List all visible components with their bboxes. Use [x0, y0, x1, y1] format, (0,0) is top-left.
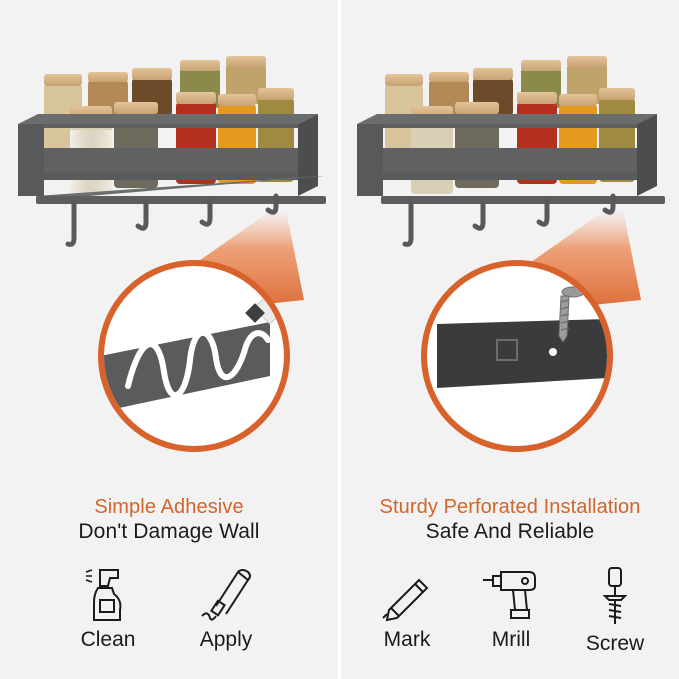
step-drill: Mrill: [463, 566, 559, 652]
step-screw: Screw: [567, 566, 663, 656]
spice-rack: [18, 114, 326, 204]
glue-tube-icon: [201, 569, 251, 621]
step-apply-label: Apply: [199, 628, 253, 651]
step-apply: Apply: [178, 566, 274, 652]
adhesive-closeup: [98, 260, 290, 452]
step-screw-label: Screw: [585, 632, 645, 655]
adhesive-line: [125, 329, 271, 399]
strip-hole: [549, 348, 557, 356]
rack-hooks: [65, 193, 279, 247]
spice-rack: [357, 114, 665, 204]
step-clean: Clean: [60, 566, 156, 652]
mounting-strip: [104, 322, 270, 412]
panel-divider: [338, 0, 341, 679]
mounting-strip: [437, 318, 607, 388]
pencil-icon: [382, 578, 429, 622]
perforated-subheadline: Safe And Reliable: [425, 520, 595, 543]
step-mark-label: Mark: [383, 628, 431, 651]
step-drill-label: Mrill: [491, 628, 531, 651]
rack-hooks: [402, 193, 616, 247]
adhesive-subheadline: Don't Damage Wall: [78, 520, 260, 543]
glue-tube: [253, 266, 284, 325]
spray-bottle-icon: [85, 569, 122, 621]
step-mark: Mark: [359, 566, 455, 652]
adhesive-panel: Simple Adhesive Don't Damage Wall Clean …: [0, 0, 338, 679]
screw: [558, 286, 585, 343]
perforated-headline: Sturdy Perforated Installation: [379, 496, 641, 518]
perforated-panel: Sturdy Perforated Installation Safe And …: [341, 0, 679, 679]
drill-icon: [483, 571, 536, 619]
adhesive-product-scene: [18, 56, 326, 452]
strip-slot: [496, 339, 518, 361]
adhesive-headline: Simple Adhesive: [94, 496, 244, 518]
screwdriver-icon: [602, 567, 628, 624]
step-clean-label: Clean: [80, 628, 136, 651]
screw-closeup: [421, 260, 613, 452]
perforated-product-scene: [357, 56, 665, 452]
